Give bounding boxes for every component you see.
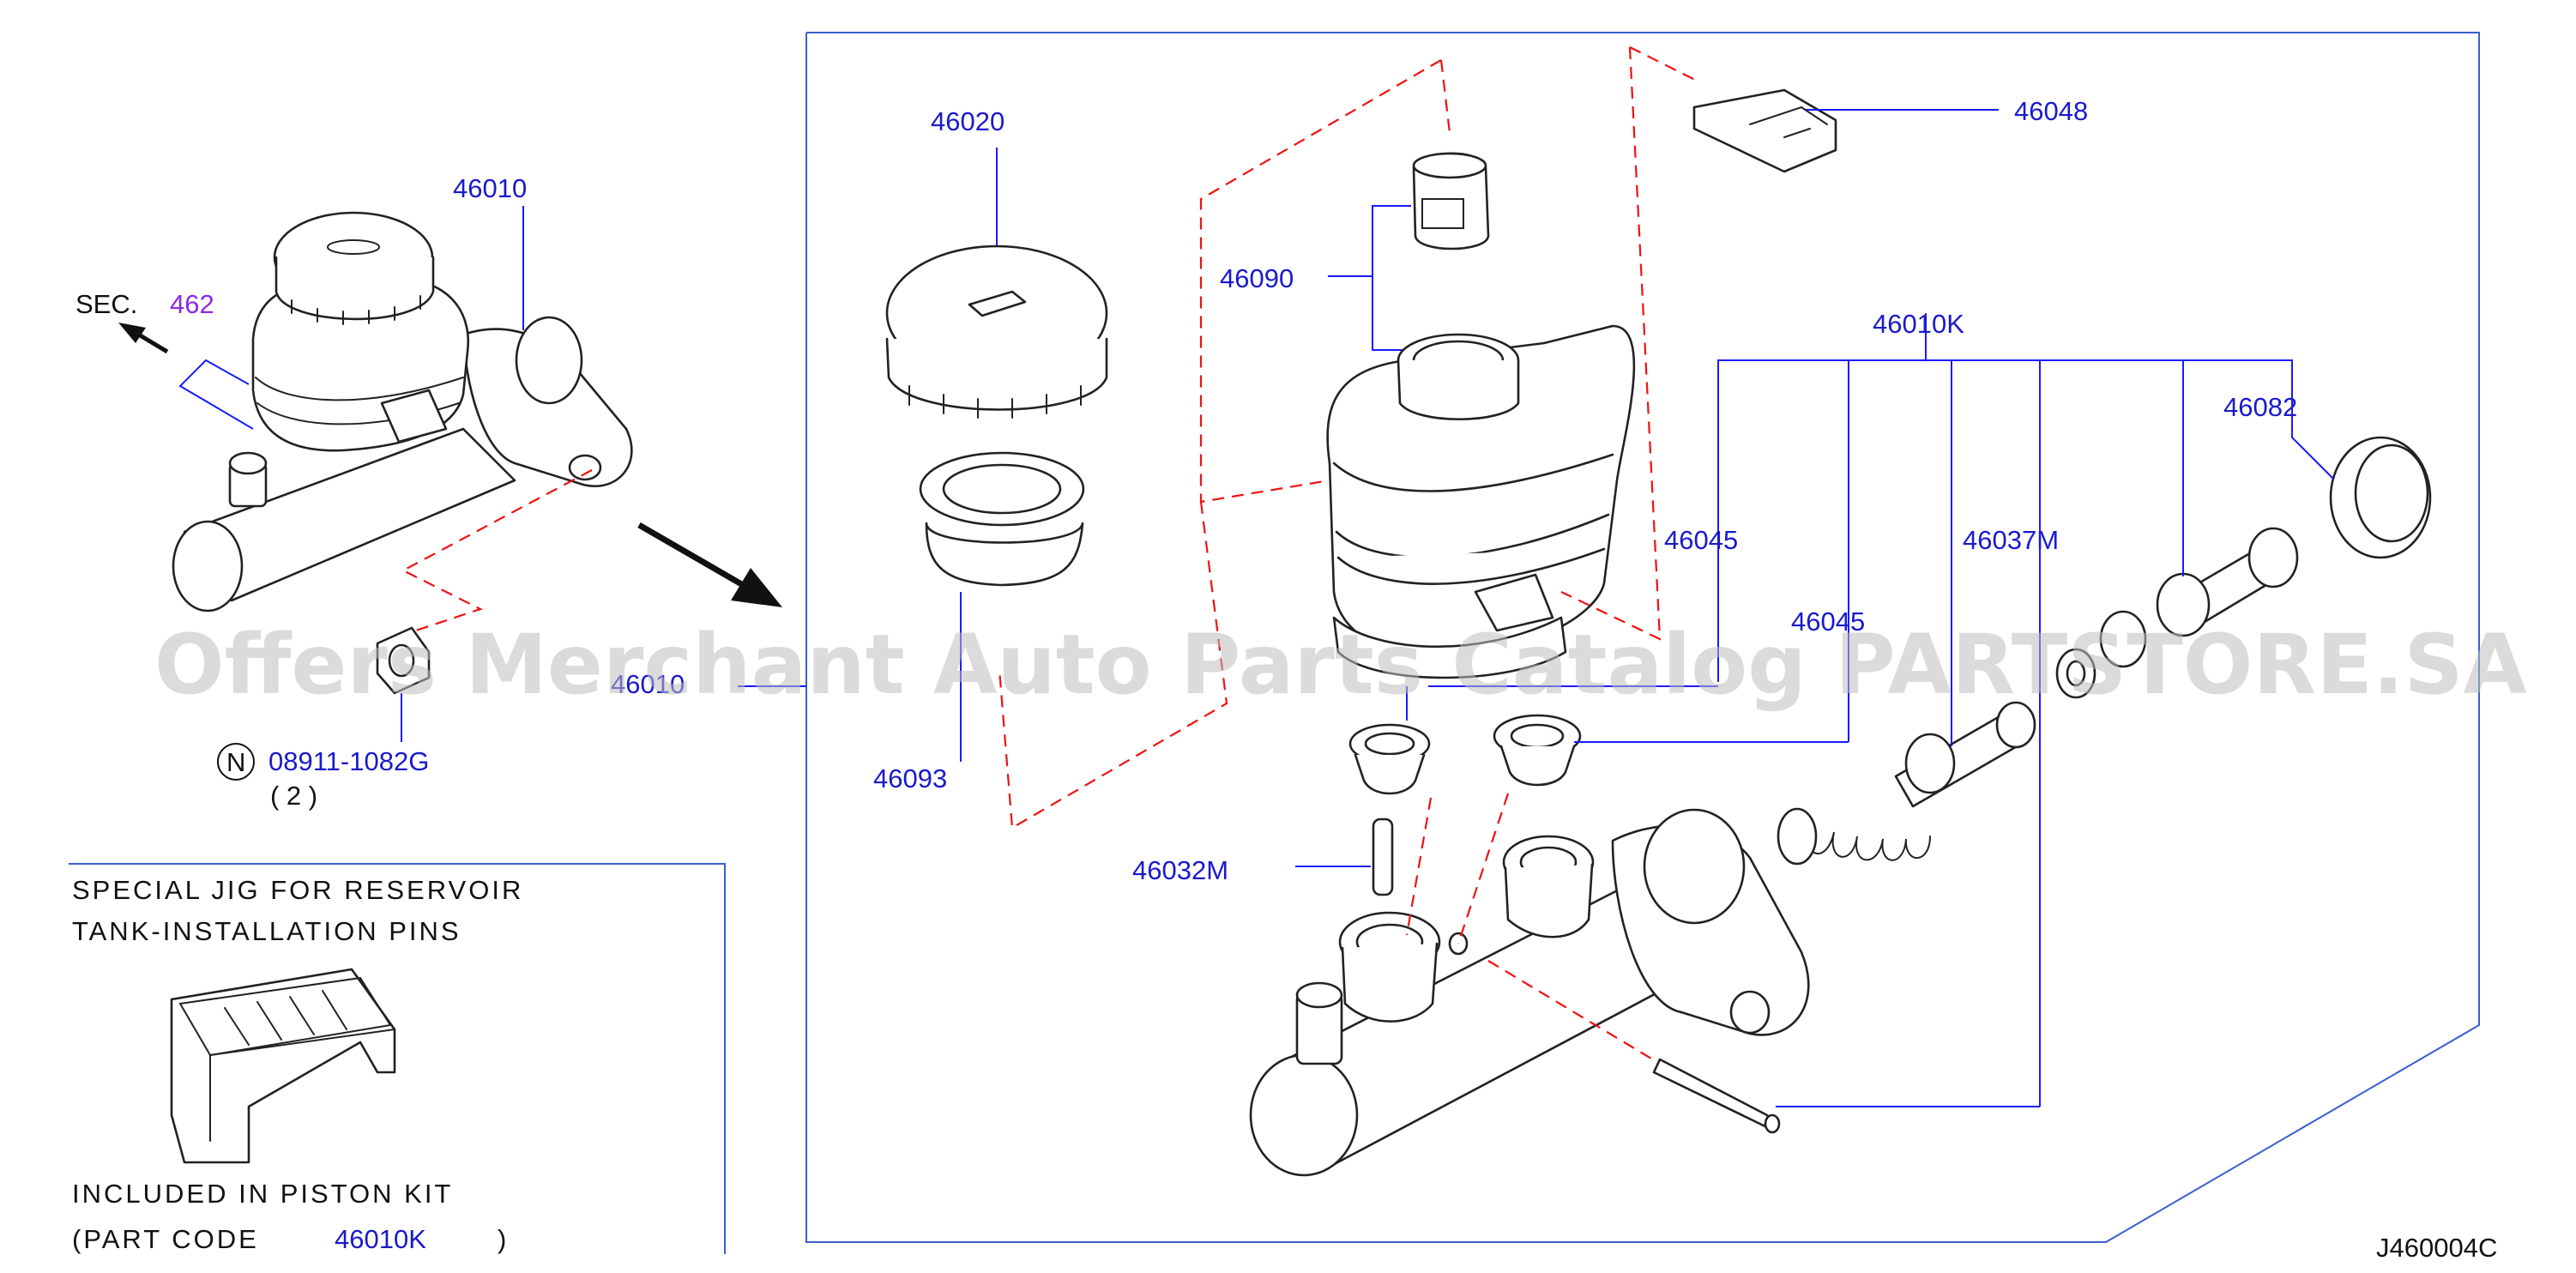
- detail-frame: [805, 32, 2480, 1243]
- reservoir-seal-46093: [919, 451, 1085, 762]
- secondary-piston: [1894, 701, 2036, 808]
- jig-note-line4-prefix: (PART CODE: [72, 1224, 259, 1254]
- detail-arrow: [637, 522, 782, 607]
- kit-46010K-leaders: [1428, 313, 2293, 1107]
- label-46093: 46093: [873, 763, 947, 793]
- n-mark: N: [217, 743, 255, 781]
- label-bolt: 08911-1082G: [268, 746, 429, 776]
- label-46020: 46020: [931, 106, 1004, 136]
- label-46010K: 46010K: [1873, 309, 1964, 339]
- reservoir-cap-46020: [885, 148, 1108, 419]
- jig-note-line1: SPECIAL JIG FOR RESERVOIR: [72, 875, 523, 905]
- jig-note-line4-suffix: ): [498, 1224, 506, 1254]
- jig-note-line2: TANK-INSTALLATION PINS: [72, 916, 462, 946]
- stopper-pin: [1652, 1058, 1781, 1134]
- jig-note-part-code: 46010K: [335, 1224, 426, 1254]
- pin-46032M: [1295, 817, 1394, 896]
- assembled-master-cylinder: [172, 211, 633, 612]
- grommet-46045-a: [1348, 686, 1431, 795]
- label-bolt-qty: ( 2 ): [270, 781, 317, 811]
- section-number[interactable]: 462: [170, 289, 214, 319]
- label-46037M: 46037M: [1963, 525, 2059, 555]
- svg-text:N: N: [226, 747, 245, 777]
- nut-08911: [376, 626, 431, 742]
- label-46032M: 46032M: [1132, 855, 1228, 885]
- label-46045-a: 46045: [1664, 525, 1738, 555]
- jig-note-frame: [69, 863, 726, 1254]
- snap-ring-46082: [2291, 427, 2432, 559]
- section-arrow: [118, 323, 254, 430]
- label-46010-cut: 46010: [611, 669, 685, 699]
- watermark: Offers Merchant Auto Parts Catalog PARTS…: [154, 617, 2527, 713]
- reservoir-tank: [1326, 324, 1636, 679]
- section-prefix: SEC.: [75, 289, 137, 319]
- special-jig-illustration: [170, 968, 396, 1164]
- primary-piston: [2099, 527, 2299, 668]
- label-46048: 46048: [2014, 96, 2088, 126]
- label-46090: 46090: [1220, 263, 1294, 293]
- piston-cup-seal: [2055, 648, 2096, 699]
- jig-note-line3: INCLUDED IN PISTON KIT: [72, 1179, 453, 1209]
- label-46045-b: 46045: [1791, 606, 1865, 636]
- grommet-46045-b: [1493, 714, 1582, 787]
- diagram-code: J460004C: [2376, 1233, 2497, 1263]
- level-sensor-46048: [1692, 88, 1999, 173]
- strainer-46090: [1328, 152, 1490, 351]
- return-spring: [1777, 807, 1931, 866]
- label-46010: 46010: [453, 173, 527, 203]
- cylinder-body: [1249, 808, 1810, 1177]
- label-46082: 46082: [2223, 392, 2297, 422]
